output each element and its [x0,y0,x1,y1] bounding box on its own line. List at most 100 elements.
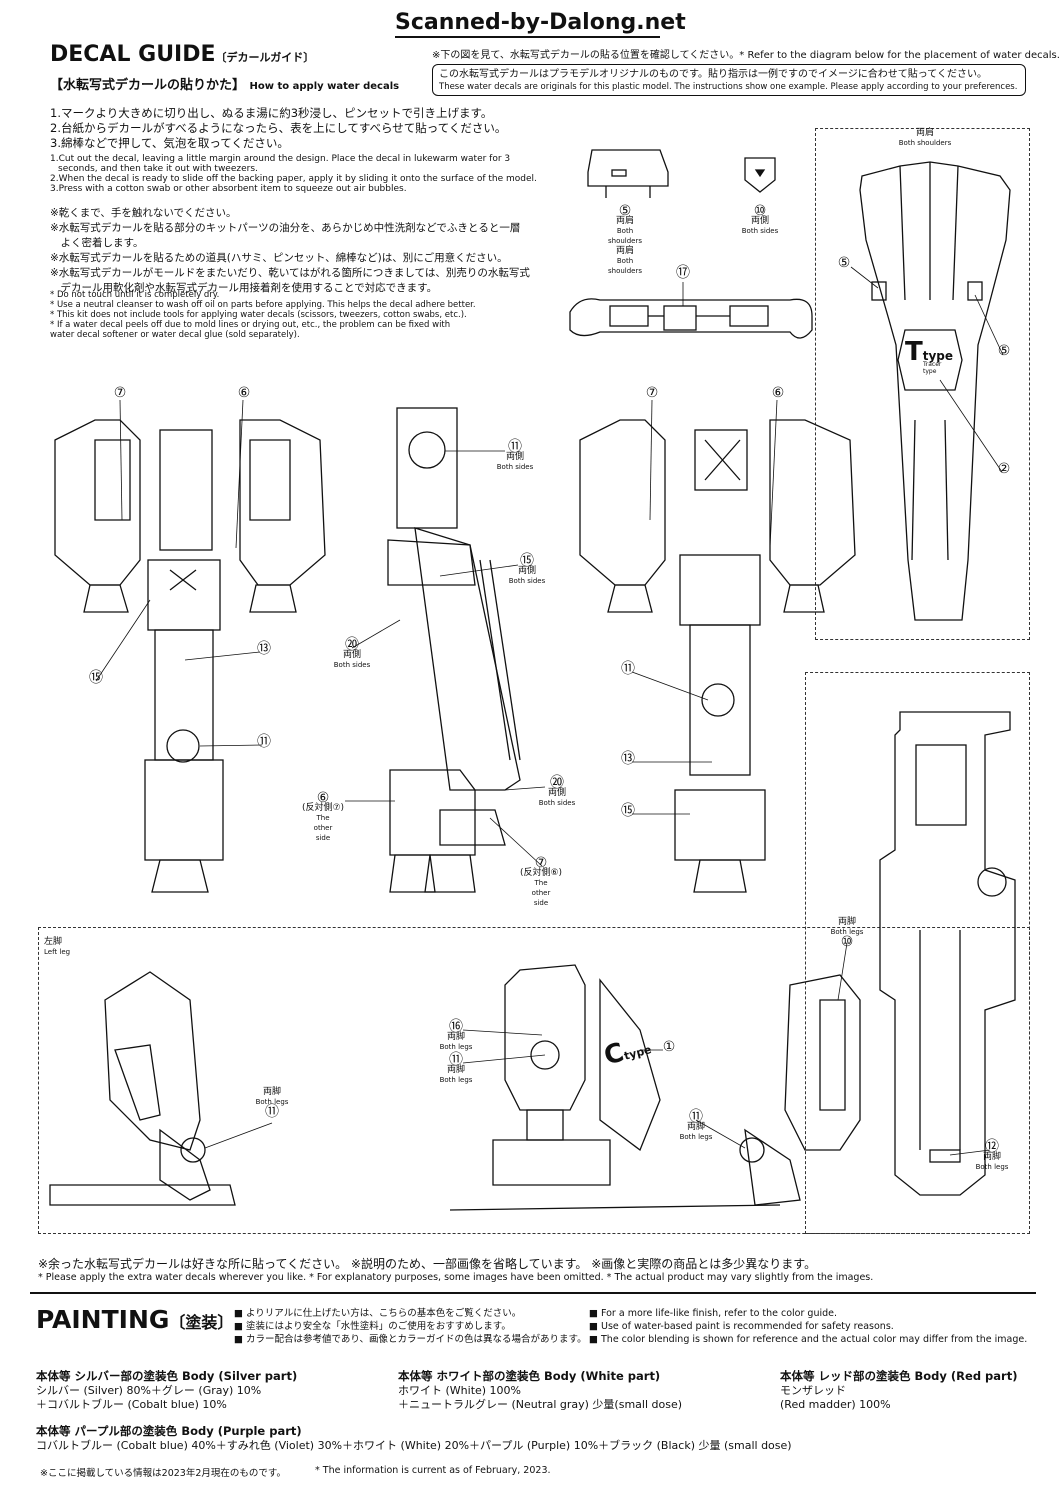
mech-front-view [54,419,326,893]
steps-jp: 1.マークより大きめに切り出し、ぬるま湯に約3秒浸し、ピンセットで引き上げます。… [50,106,560,151]
callout-number: ⑩ [840,934,854,950]
callout-number: ⑩ [753,203,767,219]
shoulder-part-small [587,149,669,198]
shoulder-armor-top [859,161,1011,621]
callout-label-en: Both sides [496,463,534,471]
callout-label-jp: 両脚 [446,1065,465,1075]
caution-en: * If a water decal peels off due to mold… [50,320,451,330]
callout-label-jp: 両肩 [615,216,634,226]
info-date-jp: ※ここに掲載している情報は2023年2月現在のものです。 [40,1468,286,1479]
left-leg-box [38,927,1030,1234]
callout-label-en: Both sides [333,661,371,669]
callout-label-en: Both legs [830,928,864,936]
howto-jp: 【水転写式デカールの貼りかた】 [50,78,246,93]
left-leg-view-1 [49,971,236,1206]
decal-guide-title: DECAL GUIDE〔デカールガイド〕 [50,42,314,67]
decal-guide-title-jp: 〔デカールガイド〕 [215,51,315,64]
painting-title-en: PAINTING [36,1305,170,1334]
callout-number: ⑫ [985,1139,999,1155]
callout-5-shoulder-part: ⑤ 両肩 Both shoulders 両肩 Both shoulders [600,203,650,276]
step-jp: 1.マークより大きめに切り出し、ぬるま湯に約3秒浸し、ピンセットで引き上げます。 [50,106,493,120]
painting-title-jp: 〔塗装〕 [169,1313,234,1332]
painting-notes-en: ■ For a more life-like finish, refer to … [589,1307,1027,1346]
callout-number: ⑳ [345,637,359,653]
t-type-word: type [922,349,954,363]
callout-7-other-side: ⑦ (反対側⑥) The other side [516,855,566,908]
callout-label-en: Both legs [439,1043,473,1051]
cautions-jp: ※乾くまで、手を触れないでください。 ※水転写式デカールを貼る部分のキットパーツ… [50,206,570,296]
callout-label-en: Both shoulders [607,227,643,245]
callout-number: ⑦ [534,855,548,871]
callout-20-side-lower: ⑳ 両側 Both sides [537,775,577,808]
callout-label-en: Both legs [679,1133,713,1141]
callout-5-right: ⑤ [997,343,1011,359]
paint-red: 本体等 レッド部の塗装色 Body (Red part) モンザレッド (Red… [780,1369,1017,1412]
decal-guide-title-en: DECAL GUIDE [50,42,216,67]
notice-jp: この水転写式デカールはプラモデルオリジナルのものです。貼り指示は一例ですのでイメ… [439,69,987,80]
t-type-letter: T [905,337,923,367]
painting-note: ■ 塗装にはより安全な「水性塗料」のご使用をおすすめします。 [234,1321,511,1332]
step-en: 3.Press with a cotton swab or other abso… [50,184,407,194]
callout-13-front: ⑬ [257,641,271,657]
c-type-word: type [622,1043,653,1063]
callout-13-back: ⑬ [621,751,635,767]
mech-back-view [579,419,856,893]
callout-label-en: Both shoulders [607,257,643,275]
caution-jp: ※水転写式デカールを貼る部分のキットパーツの油分を、あらかじめ中性洗剤などでふき… [50,222,521,234]
connector-part [569,298,813,339]
left-leg-view-center [449,964,781,1211]
howto-heading: 【水転写式デカールの貼りかた】 How to apply water decal… [50,74,399,93]
callout-label-jp: 両側 [547,788,566,798]
callout-other-side-jp: (反対側⑥) [519,868,563,878]
t-type-sub: Tracer type [923,361,942,375]
callout-label-jp: 両側 [505,452,524,462]
callout-11-leg-center: ⑪ 両脚 Both legs [436,1052,476,1085]
caution-jp: デカール用軟化剤や水転写式デカール用接着剤を使用することで対応できます。 [50,282,438,294]
watermark-underline [395,36,660,38]
callout-number: ⑳ [550,775,564,791]
painting-note: ■ カラー配合は参考値であり、画像とカラーガイドの色は異なる場合があります。 [234,1334,587,1345]
callout-number: ⑤ [618,203,632,219]
left-leg-jp: 左脚 [44,937,63,947]
callout-label-jp: 両脚 [982,1152,1001,1162]
painting-note: ■ The color blending is shown for refere… [589,1334,1028,1345]
left-leg-view-3 [739,974,861,1206]
extra-decal-note-jp: ※余った水転写式デカールは好きな所に貼ってください。 ※説明のため、一部画像を省… [38,1257,817,1271]
paint-silver-line: シルバー (Silver) 80%＋グレー (Gray) 10% [36,1384,262,1397]
mech-side-view [387,407,521,893]
cautions-en: * Do not touch until it is completely dr… [50,290,570,340]
callout-number: ⑪ [689,1109,703,1125]
paint-red-line: モンザレッド [780,1384,846,1397]
callout-10-plate: ⑩ 両側 Both sides [735,203,785,236]
notice-en: These water decals are originals for thi… [439,82,1018,92]
extra-decal-note-en: * Please apply the extra water decals wh… [38,1272,874,1283]
callout-number: ⑪ [508,439,522,455]
painting-note: ■ よりリアルに仕上げたい方は、こちらの基本色をご覧ください。 [234,1308,522,1319]
callout-number: ⑪ [449,1052,463,1068]
callout-20-side-upper: ⑳ 両側 Both sides [332,637,372,670]
howto-en: How to apply water decals [249,81,400,92]
painting-note: ■ For a more life-like finish, refer to … [589,1308,838,1319]
callout-5-left: ⑤ [837,255,851,271]
caution-en: water decal softener or water decal glue… [50,330,300,340]
callout-label-en: Both legs [975,1163,1009,1171]
callout-label-jp: 両脚 [446,1032,465,1042]
step-jp: 2.台紙からデカールがすべるようになったら、表を上にしてすべらせて貼ってください… [50,121,507,135]
callout-12-leg: ⑫ 両脚 Both legs [972,1139,1012,1172]
small-plate-part [744,157,776,193]
leg-large-part [879,711,1016,1196]
callout-17: ⑰ [676,265,690,281]
painting-title: PAINTING〔塗装〕 [36,1305,233,1334]
callout-label-jp: 両肩 [615,246,634,256]
caution-jp: よく密着します。 [50,237,144,249]
t-type-mark: Ttype Tracer type [905,337,953,375]
paint-purple-line: コバルトブルー (Cobalt blue) 40%＋すみれ色 (Violet) … [36,1439,792,1452]
callout-2: ② [997,461,1011,477]
paint-red-line: (Red madder) 100% [780,1398,891,1411]
shoulder-box-label: 両肩 Both shoulders [895,128,955,148]
callout-label-en: Both sides [741,227,779,235]
step-jp: 3.綿棒などで押して、気泡を取ってください。 [50,136,289,150]
callout-label-jp: 両側 [342,650,361,660]
callout-label-jp: 両側 [517,566,536,576]
watermark: Scanned-by-Dalong.net [395,10,686,35]
